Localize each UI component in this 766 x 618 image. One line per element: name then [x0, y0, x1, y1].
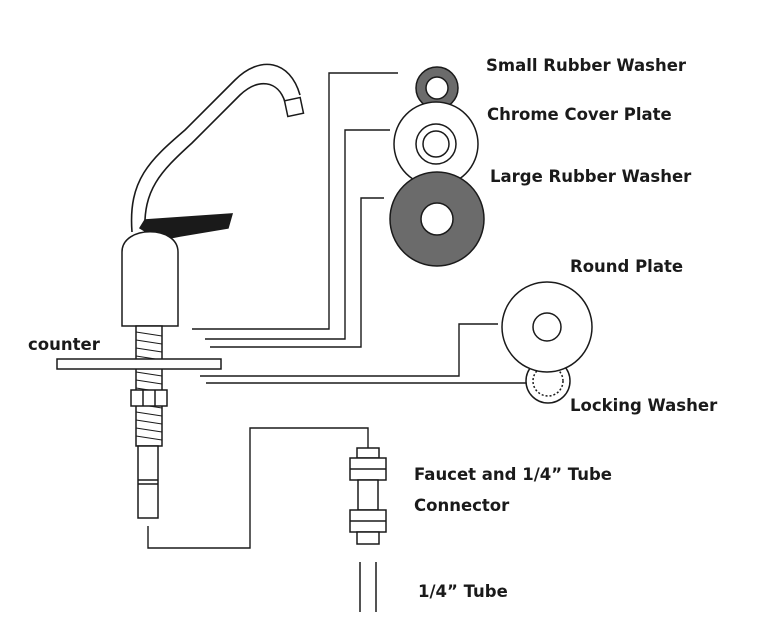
hex-nut [130, 389, 168, 407]
label-quarter-inch-tube: 1/4” Tube [418, 582, 508, 601]
label-round-plate: Round Plate [570, 257, 684, 276]
label-large-rubber-washer: Large Rubber Washer [490, 167, 692, 186]
small-rubber-washer [415, 66, 459, 110]
counter-slab [56, 358, 222, 370]
label-counter: counter [28, 335, 100, 354]
round-plate [501, 281, 593, 373]
chrome-cover-plate [393, 101, 479, 187]
faucet-stem [137, 445, 159, 519]
label-chrome-cover-plate: Chrome Cover Plate [487, 105, 672, 124]
label-tube-connector: Faucet and 1/4” Tube Connector [414, 465, 612, 515]
faucet-body [121, 231, 179, 327]
large-rubber-washer [389, 171, 485, 267]
threaded-shank [135, 325, 163, 447]
leader-lines [147, 72, 530, 549]
faucet-spout [130, 63, 305, 233]
tube-connector [349, 447, 387, 545]
quarter-inch-tube [359, 562, 377, 612]
label-small-rubber-washer: Small Rubber Washer [486, 56, 687, 75]
label-locking-washer: Locking Washer [570, 396, 718, 415]
